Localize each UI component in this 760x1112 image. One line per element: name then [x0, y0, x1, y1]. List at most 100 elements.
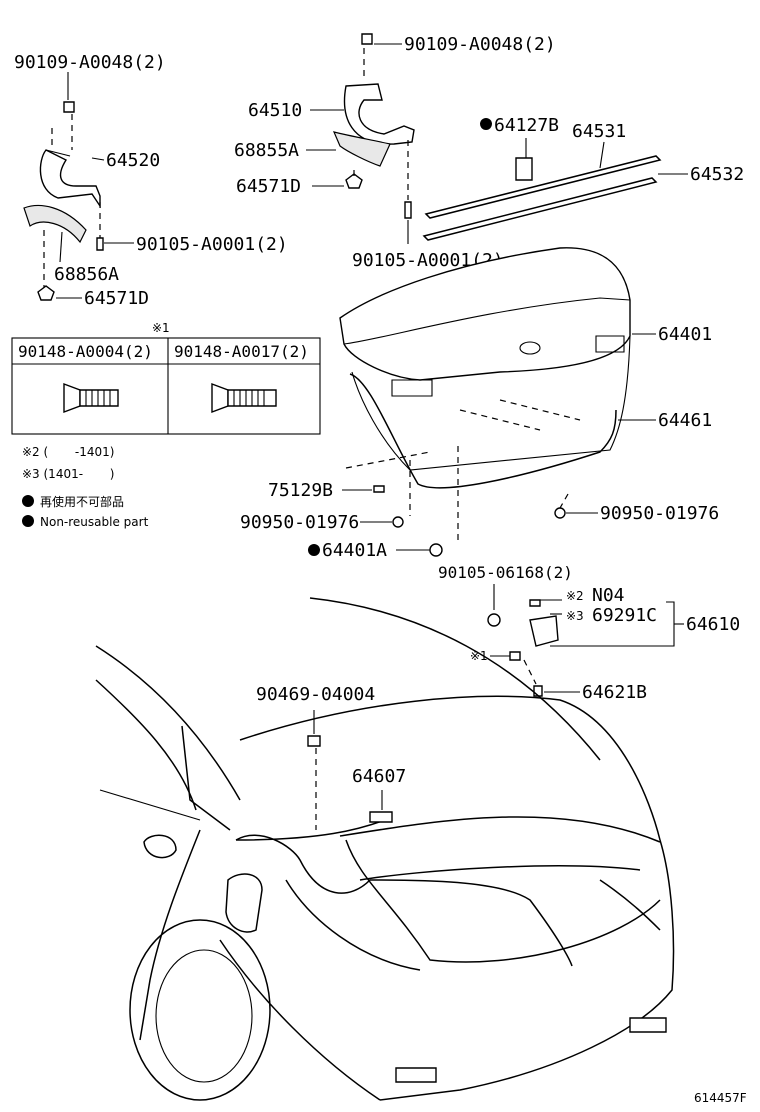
emblem-75129b-icon — [373, 485, 385, 493]
cover-68855a-icon — [332, 131, 391, 167]
trunk-crease — [359, 865, 641, 881]
fuel-door-icon — [225, 873, 263, 933]
label-68855a: 68855A — [234, 140, 299, 161]
label-90105-a0001-right: 90105-A0001(2) — [352, 250, 504, 271]
leader-line — [599, 141, 605, 169]
plug-icon — [429, 543, 443, 557]
label-64520: 64520 — [106, 150, 160, 171]
emblem-icon — [519, 341, 541, 355]
leader-line — [59, 231, 63, 263]
bolt-icon — [487, 613, 501, 627]
lock-group: 90105-06168(2) ※2 N04 ※3 69291C 64610 ※1… — [438, 563, 740, 703]
legend-non-reusable-en: Non-reusable part — [40, 515, 149, 529]
window-edge — [181, 725, 231, 831]
hinge-edge — [45, 149, 71, 157]
legend-non-reusable-jp: 再使用不可部品 — [40, 494, 124, 509]
dash-line — [459, 409, 541, 431]
cover-68856a-icon — [23, 204, 87, 244]
table-note-mark: ※1 — [152, 321, 170, 335]
label-64510: 64510 — [248, 100, 302, 121]
clip-icon — [37, 285, 55, 301]
label-64621b: 64621B — [582, 682, 647, 703]
label-64127b: 64127B — [494, 115, 559, 136]
label-64571d-top: 64571D — [236, 176, 301, 197]
marker-note1: ※1 — [470, 649, 488, 663]
fastener-table: ※1 90148-A0004(2) 90148-A0017(2) — [11, 321, 321, 435]
label-90105-06168: 90105-06168(2) — [438, 563, 573, 582]
bolt-icon — [96, 237, 104, 251]
screw-90148-a0004-icon — [63, 382, 119, 414]
dash-line — [345, 451, 431, 469]
screw-90148-a0017-icon — [211, 382, 277, 414]
label-64401: 64401 — [658, 324, 712, 345]
rear-wheel-rim — [155, 949, 253, 1083]
lock-64610-icon — [529, 615, 559, 647]
trunk-face — [345, 839, 661, 963]
exhaust-right-icon — [629, 1017, 667, 1033]
label-90950-01976-left: 90950-01976 — [240, 512, 359, 533]
center-hinge-group: 90109-A0048(2) 64510 68855A 64571D 90105… — [234, 33, 556, 271]
torsion-bar-64531-icon — [424, 155, 662, 219]
bracket-64127b-icon — [515, 157, 533, 181]
table-border — [11, 337, 321, 435]
roof-line — [309, 597, 601, 761]
cable-end-icon — [369, 811, 393, 823]
label-90109-a0048-top: 90109-A0048(2) — [404, 34, 556, 55]
label-64461: 64461 — [658, 410, 712, 431]
marker-note2: ※2 — [566, 589, 584, 603]
label-69291c: 69291C — [592, 605, 657, 626]
marker-note3: ※3 — [566, 609, 584, 623]
bumper — [379, 839, 675, 1101]
legend: ※2 ( -1401) ※3 (1401- ) 再使用不可部品 Non-reus… — [22, 445, 149, 529]
label-90469-04004: 90469-04004 — [256, 684, 375, 705]
dash-line — [559, 493, 569, 509]
lamp-left-icon — [391, 379, 433, 397]
non-reusable-dot-icon — [22, 515, 34, 527]
rear-wheel-icon — [129, 919, 271, 1101]
door-handle-icon — [143, 834, 177, 859]
opener-cable-upper — [235, 817, 391, 841]
trunk-lid-group: 64401 64461 75129B 90950-01976 90950-019… — [240, 247, 719, 561]
body-side — [139, 829, 201, 1041]
clip-icon — [345, 173, 363, 189]
lid-edge — [343, 297, 631, 345]
label-64401a: 64401A — [322, 540, 387, 561]
label-90950-01976-right: 90950-01976 — [600, 503, 719, 524]
lock-cylinder-icon — [529, 599, 541, 607]
legend-note3: ※3 (1401- ) — [22, 467, 114, 481]
bolt-icon — [63, 101, 75, 113]
bumper-lower — [219, 939, 381, 1101]
trunk-edge — [339, 816, 661, 843]
bolt-icon — [404, 201, 412, 219]
plug-icon — [554, 507, 566, 519]
opener-cable-64607-icon — [235, 834, 573, 967]
label-64531: 64531 — [572, 121, 626, 142]
leader-line — [91, 157, 105, 161]
dash-line — [523, 659, 537, 685]
label-64610: 64610 — [686, 614, 740, 635]
hinge-64520-icon — [39, 149, 101, 209]
clamp-icon — [307, 735, 321, 747]
label-68856a: 68856A — [54, 264, 119, 285]
non-reusable-dot-icon — [308, 544, 320, 556]
taillamp-left — [285, 879, 421, 971]
weatherstrip-64461-icon — [349, 373, 617, 489]
label-90105-a0001-left: 90105-A0001(2) — [136, 234, 288, 255]
left-hinge-group: 90109-A0048(2) 64520 68856A 90105-A0001(… — [14, 52, 288, 309]
non-reusable-dot-icon — [22, 495, 34, 507]
label-64571d-bottom: 64571D — [84, 288, 149, 309]
plug-icon — [392, 516, 404, 528]
car-rear-illustration: 64607 90469-04004 — [95, 597, 675, 1101]
label-75129b: 75129B — [268, 480, 333, 501]
table-col1-header: 90148-A0004(2) — [18, 342, 153, 361]
legend-note2: ※2 ( -1401) — [22, 445, 114, 459]
label-64532: 64532 — [690, 164, 744, 185]
table-col2-header: 90148-A0017(2) — [174, 342, 309, 361]
label-90109-a0048-left: 90109-A0048(2) — [14, 52, 166, 73]
non-reusable-dot-icon — [480, 118, 492, 130]
torsion-bar-group: 64127B 64531 64532 — [422, 115, 744, 241]
hinge-64510-icon — [343, 83, 415, 145]
lamp-right-icon — [595, 335, 625, 353]
label-64607: 64607 — [352, 766, 406, 787]
